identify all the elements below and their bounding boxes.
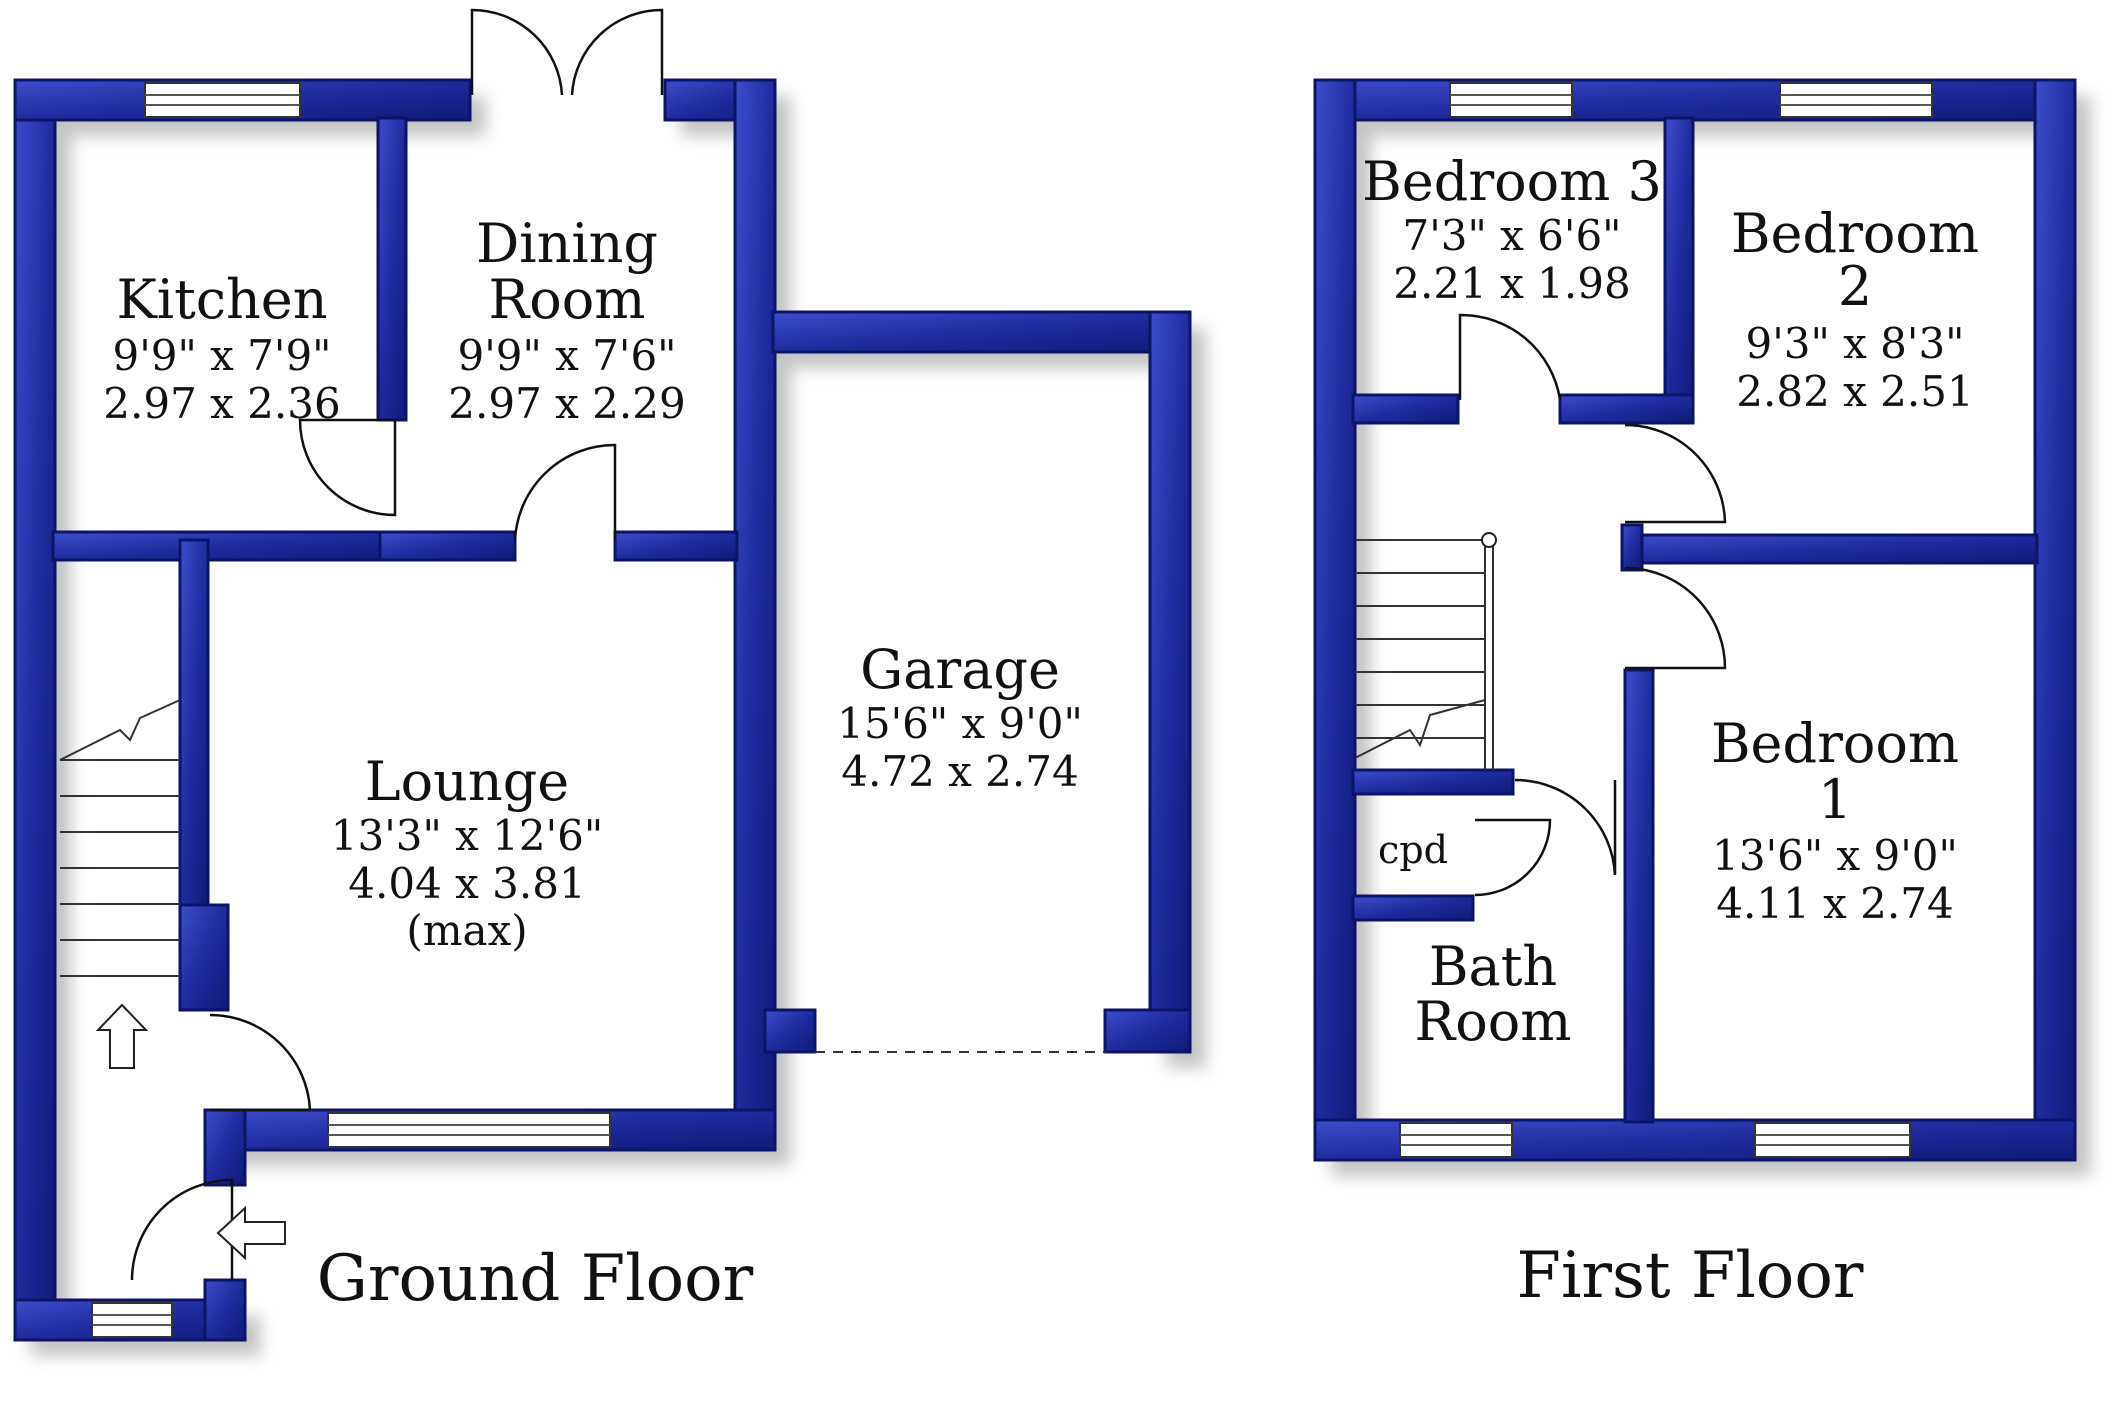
ground-floor-title: Ground Floor [317,1242,754,1316]
ground-stairs [59,699,181,977]
bathroom-label-line1: Bath [1429,935,1557,998]
kitchen-label: Kitchen [116,268,327,331]
kitchen-imperial: 9'9" x 7'9" [112,331,331,380]
bathroom-window [1399,1122,1513,1158]
bed2-door-post [1620,523,1644,572]
kitchen-dining-wall [376,116,408,422]
lounge-metric: 4.04 x 3.81 [348,859,585,908]
garage-label: Garage [860,638,1060,701]
bed3-south-wall-right [1558,393,1695,425]
bedroom1-window [1754,1122,1911,1158]
ground-porch-corner [203,1278,247,1342]
bedroom2-door [1624,423,1727,524]
bedroom3-metric: 2.21 x 1.98 [1393,259,1630,308]
ground-east-wall [733,78,777,1142]
dining-imperial: 9'9" x 7'6" [457,331,676,380]
lounge-imperial: 13'3" x 12'6" [331,811,603,860]
bedroom2-imperial: 9'3" x 8'3" [1745,319,1964,368]
stair-wall-end [178,903,230,1012]
bath-bed1-wall [1623,668,1655,1124]
cupboard-label: cpd [1378,828,1448,872]
bathroom-label-line2: Room [1415,990,1572,1053]
bedroom1-imperial: 13'6" x 9'0" [1712,831,1958,880]
lounge-window [327,1112,611,1148]
bedroom2-metric: 2.82 x 2.51 [1736,367,1973,416]
first-floor-title: First Floor [1517,1239,1864,1313]
entrance-arrow-icon [216,1205,286,1261]
stair-up-arrow-icon [95,1003,149,1069]
first-floor-stairs [1354,532,1497,770]
ground-porch-wall [203,1108,247,1187]
garage-door-post-right [1103,1008,1192,1054]
garage-north-wall [771,310,1192,354]
first-floor-plan: Bedroom 3 7'3" x 6'6" 2.21 x 1.98 Bedroo… [1313,78,2091,1313]
ground-west-wall [13,78,57,1342]
bathroom-door [1514,778,1617,876]
bedroom2-window [1779,82,1933,118]
cupboard-north-wall [1351,768,1515,796]
first-north-wall [1313,78,2077,122]
first-east-wall [2033,78,2077,1162]
bedroom1-metric: 4.11 x 2.74 [1716,879,1953,928]
bedroom1-door [1624,566,1727,670]
hall-wall-segment [378,530,517,562]
bedroom3-label: Bedroom 3 [1362,150,1662,213]
cupboard-door [1474,818,1552,897]
bedroom2-label-line1: Bedroom [1731,202,1979,265]
lounge-note: (max) [406,906,527,955]
bedroom3-window [1449,82,1573,118]
bed3-bed2-wall [1663,116,1695,422]
garage-door-post-left [763,1008,817,1054]
cupboard-south-wall [1351,894,1475,922]
garage-imperial: 15'6" x 9'0" [837,699,1083,748]
bed2-bed1-wall [1623,533,2039,565]
stair-wall [178,538,210,920]
dining-french-doors [470,8,664,96]
ground-floor-plan: Kitchen 9'9" x 7'9" 2.97 x 2.36 Dining R… [13,8,1206,1356]
bedroom3-door [1458,313,1562,401]
bedroom1-label-line2: 1 [1818,768,1852,831]
dining-door [513,443,617,541]
garage-metric: 4.72 x 2.74 [841,747,1078,796]
bedroom3-imperial: 7'3" x 6'6" [1402,211,1621,260]
bedroom1-label-line1: Bedroom [1711,712,1959,775]
dining-label-line1: Dining [476,212,658,275]
kitchen-lounge-wall [51,530,397,562]
kitchen-window [144,82,301,118]
dining-label-line2: Room [489,268,646,331]
bedroom2-label-line2: 2 [1838,255,1872,318]
porch-window [91,1302,173,1338]
lounge-label: Lounge [365,750,569,813]
dining-metric: 2.97 x 2.29 [448,379,685,428]
kitchen-metric: 2.97 x 2.36 [103,379,340,428]
kitchen-door [298,418,397,517]
bed3-south-wall-left [1351,393,1460,425]
garage-east-wall [1148,310,1192,1054]
first-west-wall [1313,78,1357,1162]
front-door [130,1178,234,1281]
dining-lounge-wall [613,530,739,562]
hall-door [209,1013,312,1112]
